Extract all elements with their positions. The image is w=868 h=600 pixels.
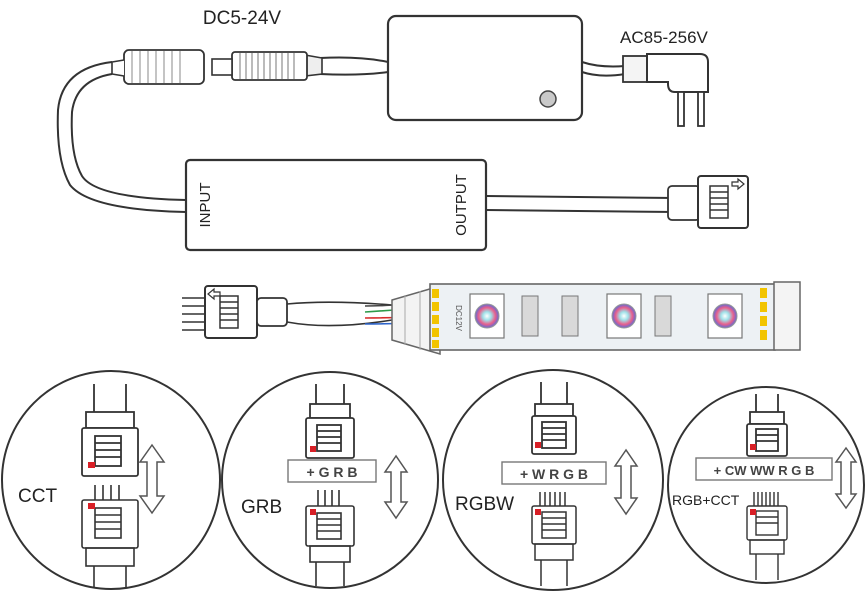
- double-arrow-icon: [138, 443, 166, 515]
- output-label: OUTPUT: [453, 174, 470, 236]
- mode-circle-rgbw: + W R G B RGBW: [442, 369, 664, 591]
- pin-order-bar: [501, 461, 607, 485]
- led-chip: [707, 293, 743, 339]
- mode-circle-rgb-cct: + CW WW R G B RGB+CCT: [667, 386, 865, 584]
- output-connector: [667, 175, 749, 229]
- marker-icon: [310, 446, 316, 452]
- marker-icon: [535, 509, 541, 515]
- arrow-left-icon: [207, 287, 221, 301]
- strip-plug: [182, 285, 288, 339]
- dc-barrel-connector: [211, 51, 389, 81]
- led-chip: [469, 293, 505, 339]
- input-label: INPUT: [197, 183, 214, 228]
- resistor: [521, 295, 672, 337]
- led-strip: DC12V: [391, 281, 801, 355]
- solder-pads-left: [432, 289, 439, 348]
- pin-order-text: + W R G B: [520, 466, 588, 482]
- ac-plug: [581, 53, 709, 127]
- strip-voltage-marking: DC12V: [454, 305, 463, 331]
- mode-name: RGBW: [455, 494, 514, 515]
- marker-icon: [750, 509, 756, 515]
- mode-name: CCT: [18, 486, 57, 507]
- mode-circle-cct: CCT: [1, 370, 221, 590]
- marker-icon: [88, 462, 95, 468]
- dc-female-socket: [111, 49, 205, 85]
- marker-icon: [750, 444, 756, 450]
- controller-box: INPUT OUTPUT: [184, 158, 488, 252]
- pin-order-bar: [695, 457, 833, 481]
- power-adapter: [386, 14, 584, 122]
- pin-order-text: + CW WW R G B: [714, 463, 815, 478]
- double-arrow-icon: [383, 454, 409, 520]
- pin-order-text: + G R B: [307, 464, 358, 480]
- ac-voltage-label: AC85-256V: [620, 28, 709, 47]
- pin-order-bar: [287, 459, 377, 483]
- double-arrow-icon: [613, 448, 639, 516]
- led-chip: [606, 293, 642, 339]
- marker-icon: [310, 509, 316, 515]
- marker-icon: [535, 442, 541, 448]
- dc-voltage-label: DC5-24V: [203, 8, 281, 29]
- mode-name: RGB+CCT: [672, 492, 740, 508]
- output-cable: [485, 195, 677, 213]
- double-arrow-icon: [834, 446, 858, 510]
- mode-name: GRB: [241, 497, 282, 518]
- marker-icon: [88, 503, 95, 509]
- dc-input-cable: [56, 61, 187, 213]
- arrow-right-icon: [731, 177, 745, 191]
- mode-circle-grb: + G R B GRB: [221, 371, 439, 589]
